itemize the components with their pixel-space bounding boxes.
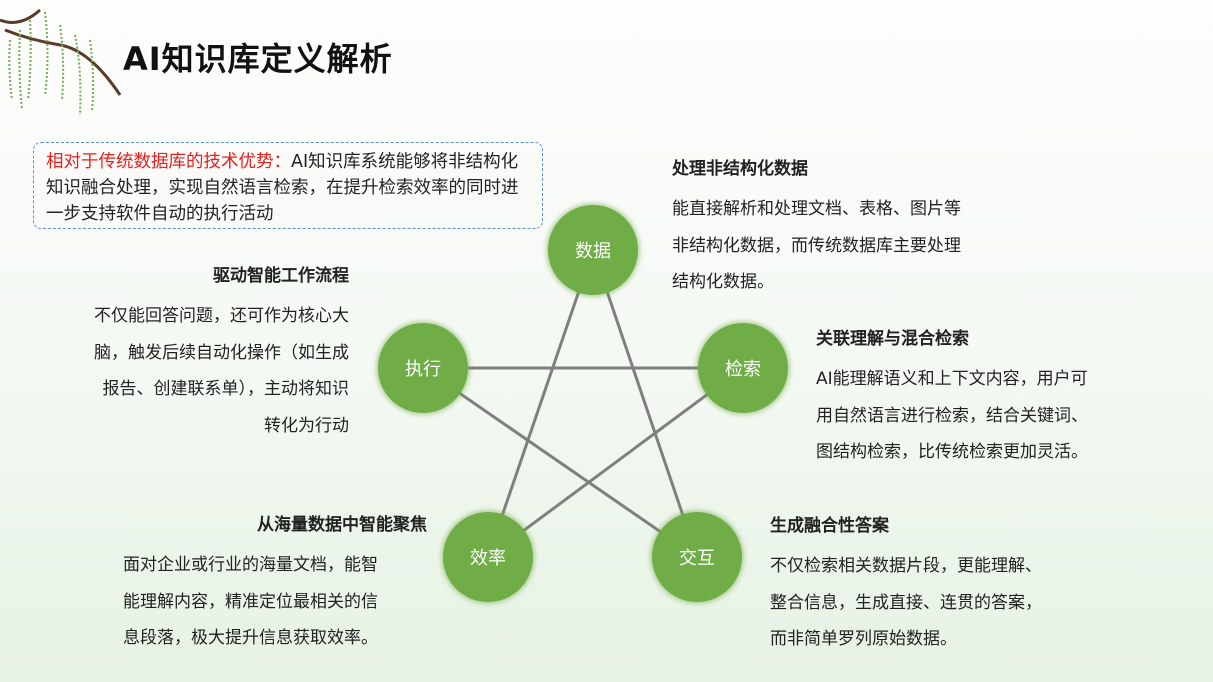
line-data-interaction — [591, 249, 699, 558]
section-line: 能理解内容，精准定位最相关的信 — [123, 591, 378, 612]
section-line: 面对企业或行业的海量文档，能智 — [123, 555, 378, 575]
advantage-callout: 相对于传统数据库的技术优势：AI知识库系统能够将非结构化知识融合处理，实现自然语… — [33, 142, 543, 229]
section-line: 报告、创建联系单），主动将知识 — [102, 379, 350, 399]
section-line: 不仅检索相关数据片段，更能理解、 — [770, 556, 1042, 576]
line-data-efficiency — [486, 249, 595, 558]
section-heading: 驱动智能工作流程 — [213, 266, 349, 286]
section-line: 转化为行动 — [264, 415, 349, 436]
section-line: AI能理解语义和上下文内容，用户可 — [816, 369, 1088, 389]
section-line: 结构化数据。 — [672, 272, 774, 292]
section-heading: 关联理解与混合检索 — [816, 329, 969, 349]
willow-decoration — [0, 8, 122, 116]
section-line: 非结构化数据，而传统数据库主要处理 — [672, 235, 961, 256]
line-retrieval-efficiency — [487, 366, 744, 559]
section-heading: 生成融合性答案 — [770, 516, 889, 536]
section-execution: 驱动智能工作流程 不仅能回答问题，还可作为核心大 脑，触发后续自动化操作（如生成… — [30, 261, 349, 444]
node-efficiency: 效率 — [443, 512, 533, 602]
node-execution: 执行 — [378, 323, 468, 413]
section-line: 息段落，极大提升信息获取效率。 — [123, 628, 378, 648]
section-retrieval: 关联理解与混合检索 AI能理解语义和上下文内容，用户可 用自然语言进行检索，结合… — [816, 324, 1088, 471]
section-line: 图结构检索，比传统检索更加灵活。 — [816, 442, 1088, 462]
section-line: 不仅能回答问题，还可作为核心大 — [94, 306, 349, 326]
section-interaction: 生成融合性答案 不仅检索相关数据片段，更能理解、 整合信息，生成直接、连贯的答案… — [770, 511, 1042, 658]
section-heading: 从海量数据中智能聚焦 — [257, 515, 427, 535]
node-retrieval: 检索 — [698, 323, 788, 413]
section-data: 处理非结构化数据 能直接解析和处理文档、表格、图片等 非结构化数据，而传统数据库… — [672, 154, 961, 301]
section-line: 能直接解析和处理文档、表格、图片等 — [672, 199, 961, 219]
node-data: 数据 — [548, 205, 638, 295]
advantage-label: 相对于传统数据库的技术优势： — [46, 152, 291, 172]
section-line: 整合信息，生成直接、连贯的答案， — [770, 592, 1042, 613]
line-execution-interaction — [422, 366, 698, 559]
advantage-text: AI知识库系统能够将非结构化知识融合处理，实现自然语言检索，在提升检索效率的同时… — [46, 152, 519, 224]
node-interaction: 交互 — [652, 512, 742, 602]
section-line: 脑，触发后续自动化操作（如生成 — [94, 342, 349, 363]
section-line: 用自然语言进行检索，结合关键词、 — [816, 405, 1088, 426]
page-title: AI知识库定义解析 — [123, 40, 393, 78]
section-heading: 处理非结构化数据 — [672, 159, 808, 179]
section-line: 而非简单罗列原始数据。 — [770, 629, 957, 649]
section-efficiency: 从海量数据中智能聚焦 面对企业或行业的海量文档，能智 能理解内容，精准定位最相关… — [100, 510, 427, 657]
